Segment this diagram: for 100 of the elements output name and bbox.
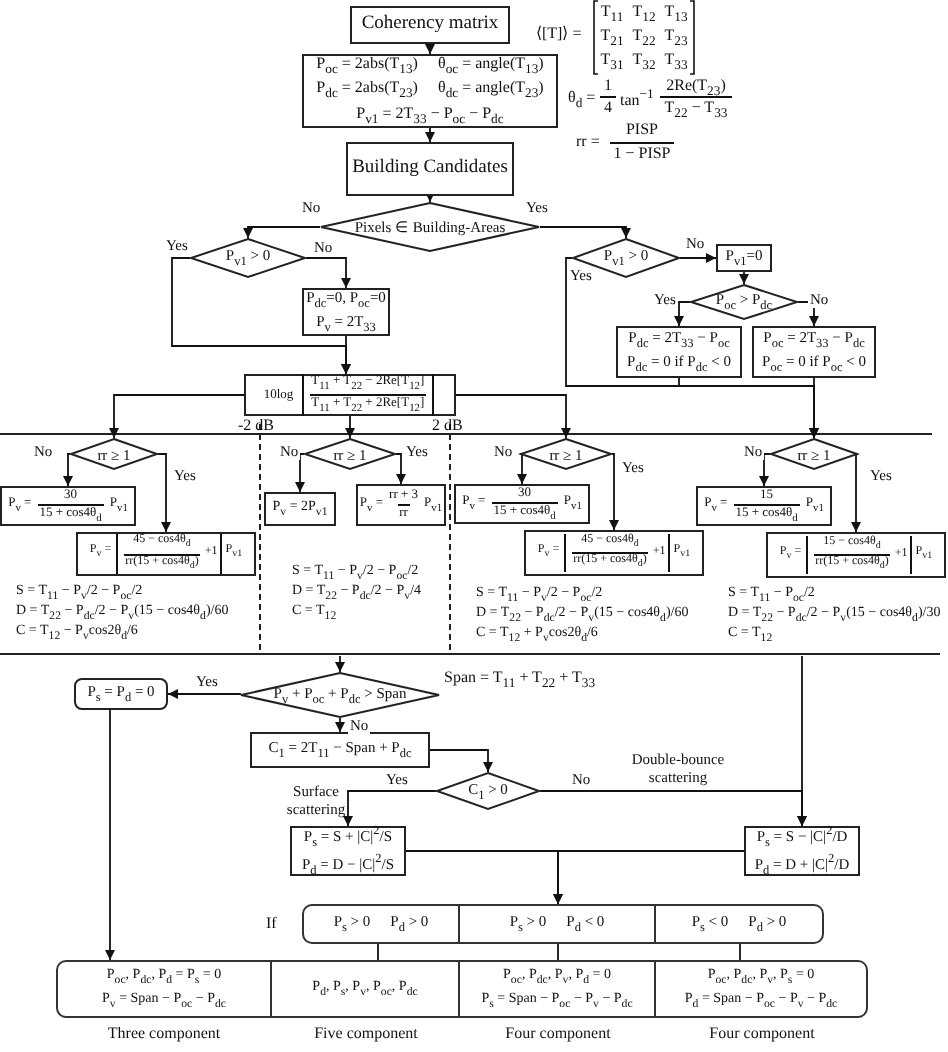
process-box: [76, 532, 256, 576]
threshold-label: -2 dB: [238, 416, 274, 435]
arrow: [157, 453, 171, 533]
decision-diamond: [436, 772, 540, 810]
arrow: [295, 453, 305, 493]
arrow: [335, 717, 345, 733]
formula: T$_{23}$: [662, 26, 690, 51]
arrow: [809, 377, 819, 439]
process-box: [752, 326, 876, 378]
table-cell: [272, 960, 460, 1018]
connector-line: [739, 943, 741, 961]
formula: PISP: [623, 120, 660, 139]
arrow: [63, 453, 73, 487]
formula: T$_{32}$: [630, 50, 658, 75]
process-box: [696, 486, 832, 526]
table-cell: [460, 960, 656, 1018]
component-label: Three component: [105, 1024, 223, 1042]
process-box: [346, 142, 514, 196]
process-box: [250, 732, 430, 768]
process-box: [454, 484, 590, 524]
decision-diamond: [190, 238, 306, 278]
formula: θ$_{d}$ =: [568, 88, 596, 113]
formula: 4: [600, 96, 616, 117]
formula: T$_{22}$: [630, 26, 658, 51]
connector-line: [377, 943, 379, 961]
arrow: [109, 394, 245, 439]
arrow: [539, 790, 807, 827]
process-box: [290, 826, 406, 876]
table-cell: [302, 904, 460, 944]
formula: T$_{12}$: [630, 2, 658, 27]
formula: T$_{31}$: [598, 50, 626, 75]
formula: P$_{v1}$ = 2T$_{33}$ − P$_{oc}$ − P$_{dc}$: [356, 103, 504, 129]
arrow: [797, 301, 819, 327]
process-box: [302, 54, 558, 128]
arrow: [517, 453, 527, 485]
arrow: [105, 709, 115, 961]
threshold-label: 2 dB: [432, 416, 463, 435]
arrow: [429, 749, 493, 773]
process-box: [616, 326, 742, 378]
formula: 1 − PISP: [610, 142, 674, 163]
table-cell: [460, 904, 656, 944]
decision-diamond: [520, 438, 612, 470]
arrow: [674, 301, 691, 327]
arrow: [425, 43, 435, 55]
arrow: [167, 689, 241, 699]
component-label: Four component: [707, 1024, 817, 1042]
formula: Span = T$_{11}$ + T$_{22}$ + T$_{33}$: [444, 668, 598, 692]
decision-diamond: [304, 438, 396, 470]
process-box: [264, 492, 336, 526]
arrow: [345, 415, 355, 439]
component-label: Five component: [312, 1024, 420, 1042]
process-box: [350, 6, 510, 44]
formula: 1: [602, 76, 614, 95]
arrow: [553, 850, 745, 905]
arrow: [455, 394, 571, 439]
decision-diamond: [70, 438, 158, 470]
formula: θ$_{oc}$ = angle(T$_{13}$): [437, 53, 544, 79]
formula: T$_{21}$: [598, 26, 626, 51]
arrow: [679, 253, 717, 263]
formula: T$_{11}$: [598, 2, 626, 27]
process-box: [766, 532, 946, 578]
arrow: [395, 453, 406, 485]
arrow: [425, 127, 435, 143]
process-box: [302, 288, 390, 336]
arrow: [425, 192, 435, 203]
formula: P$_{oc}$ = 2abs(T$_{13}$): [316, 53, 418, 79]
arrow: [609, 453, 619, 531]
arrow: [243, 226, 321, 239]
arrow: [851, 453, 861, 533]
process-box: [244, 374, 456, 416]
connector-line: [557, 943, 559, 961]
process-box: [524, 530, 704, 576]
decision-diamond: [240, 672, 440, 718]
formula: If: [266, 914, 277, 933]
process-box: [744, 826, 860, 876]
component-label: Four component: [503, 1024, 613, 1042]
formula: P$_{dc}$ = 2abs(T$_{23}$): [316, 78, 418, 104]
formula: rr =: [576, 132, 600, 151]
formula: ⟨[T]⟩ =: [536, 24, 582, 43]
decision-diamond: [690, 284, 798, 320]
formula: T$_{13}$: [662, 2, 690, 27]
process-box: [356, 484, 446, 526]
formula: tan$^{−1}$: [620, 88, 654, 110]
decision-diamond: [572, 238, 680, 278]
process-box: [716, 244, 772, 272]
table-cell: [656, 904, 824, 944]
arrow: [539, 226, 631, 239]
table-cell: [56, 960, 272, 1018]
formula: 2Re(T$_{23}$): [664, 76, 728, 101]
formula: Coherency matrix: [361, 13, 499, 37]
formula: θ$_{dc}$ = angle(T$_{23}$): [437, 78, 544, 104]
arrow: [341, 335, 351, 375]
arrow: [739, 271, 749, 285]
formula: Building Candidates: [352, 157, 508, 181]
arrow: [305, 257, 351, 289]
process-box: [0, 486, 136, 526]
formula: T$_{33}$: [662, 50, 690, 75]
arrow: [343, 790, 437, 827]
result-box: [74, 678, 168, 710]
formula: T$_{22}$ − T$_{33}$: [660, 96, 732, 123]
